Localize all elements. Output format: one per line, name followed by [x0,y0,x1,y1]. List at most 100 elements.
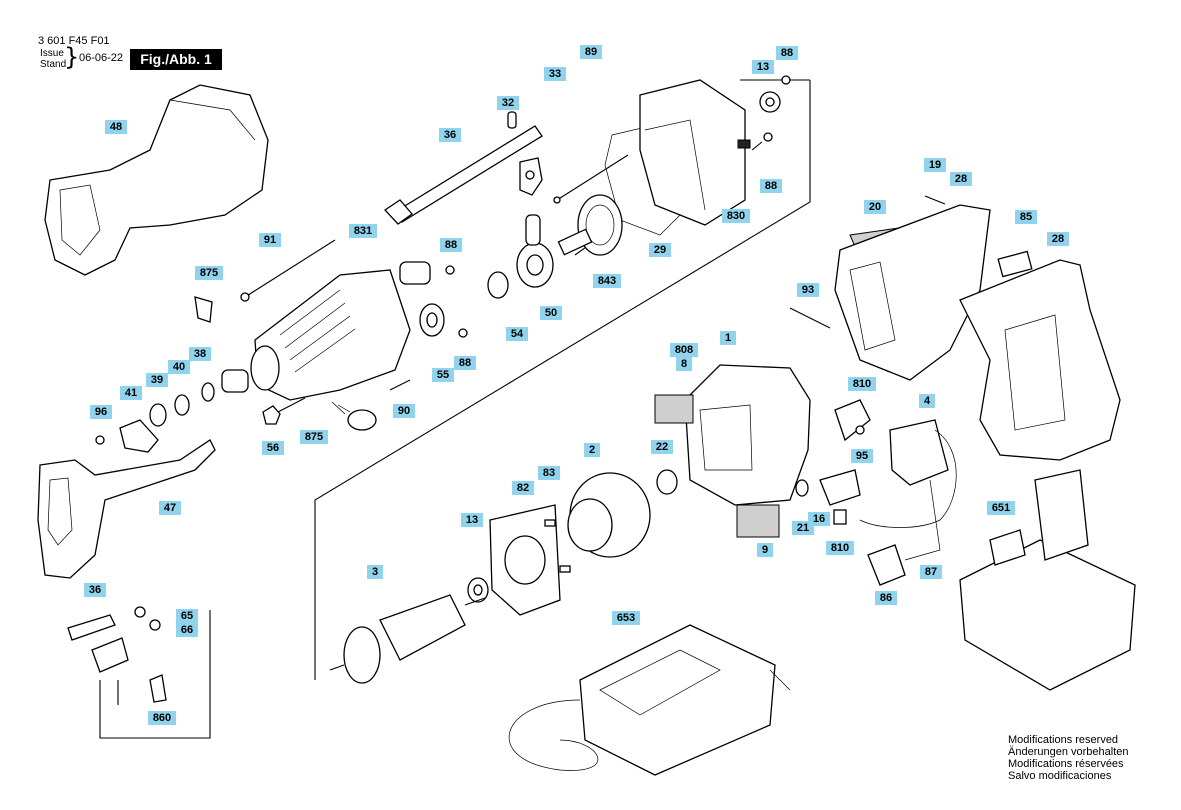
part-831-bushing [399,261,431,285]
label-651: 651 [987,501,1015,515]
part-48-handle-cover [44,84,269,276]
label-90: 90 [393,404,415,418]
part-82-brush-plate [489,504,561,616]
part-47-blade-holder [37,439,216,579]
part-50-wobble-bearing [516,214,554,288]
part-653-charger [508,624,791,776]
label-22: 22 [651,440,673,454]
label-87: 87 [920,565,942,579]
label-13-a: 13 [752,60,774,74]
part-2-field-magnet [567,472,651,558]
part-33-guide [519,157,543,196]
label-56: 56 [262,441,284,455]
part-39-washer [149,403,167,427]
label-831: 831 [349,224,377,238]
label-66: 66 [176,623,198,637]
label-810-a: 810 [848,377,876,391]
label-28-b: 28 [1047,232,1069,246]
part-88-screw-c [445,265,455,275]
label-843: 843 [593,274,621,288]
part-55-bearing [419,303,445,337]
label-55: 55 [432,368,454,382]
label-38: 38 [189,347,211,361]
part-41-clamp [119,419,159,453]
label-82: 82 [512,481,534,495]
part-831-front-housing [250,269,411,401]
part-875-clip-upper [194,296,213,323]
notice-fr: Modifications réservées [1008,758,1124,770]
part-93-screw [789,307,831,329]
label-50: 50 [540,306,562,320]
label-19: 19 [924,158,946,172]
label-85: 85 [1015,210,1037,224]
label-653: 653 [612,611,640,625]
part-28-housing-right [959,259,1121,461]
label-54: 54 [506,327,528,341]
label-48: 48 [105,120,127,134]
label-8: 8 [676,357,692,371]
part-28-housing-left [834,204,991,381]
part-16-bracket [819,469,861,506]
label-89: 89 [580,45,602,59]
label-9: 9 [757,543,773,557]
part-843-gear [557,194,623,256]
part-13-bearing-upper [759,91,781,113]
label-860: 860 [148,711,176,725]
label-20: 20 [864,200,886,214]
label-39: 39 [146,373,168,387]
label-88-c: 88 [440,238,462,252]
part-90-screw [389,379,411,391]
part-830-gear-housing [639,79,751,226]
label-40: 40 [168,360,190,374]
part-89-screw [553,154,629,204]
part-88-screw-d [458,328,468,338]
label-96: 96 [90,405,112,419]
label-36-b: 36 [84,583,106,597]
label-875-a: 875 [195,266,223,280]
part-91-screw [240,239,336,302]
part-13-bearing-lower [467,577,489,603]
label-808: 808 [670,343,698,357]
part-95-screw [855,425,865,435]
label-810-b: 810 [826,541,854,555]
part-38-ring [201,382,215,402]
label-47: 47 [159,501,181,515]
label-83: 83 [538,466,560,480]
part-40-spring [174,394,190,416]
label-88-b: 88 [760,179,782,193]
label-29: 29 [649,243,671,257]
label-88-d: 88 [454,356,476,370]
part-83-brush [544,519,571,573]
part-96-screw [95,435,105,445]
label-32: 32 [497,96,519,110]
part-21-washer [795,479,809,497]
label-3: 3 [367,565,383,579]
stand-label: Stand [40,59,67,70]
part-88-screw-a [781,75,791,85]
part-22-ring [656,469,678,495]
part-808-label [654,394,694,424]
part-86-contact [867,544,906,586]
label-4: 4 [919,394,935,408]
label-13-b: 13 [461,513,483,527]
label-88-a: 88 [776,46,798,60]
figure-badge: Fig./Abb. 1 [130,49,222,70]
label-65: 65 [176,609,198,623]
part-3-armature [329,594,486,684]
part-875-button-lower [331,401,377,431]
label-86: 86 [875,591,897,605]
part-56-screw [262,397,306,425]
part-4-switch [859,419,957,528]
part-9-label [736,504,780,538]
issue-label: Issue [40,48,64,59]
part-810-switch-lower [833,509,847,525]
part-88-screw-b [751,132,773,151]
label-875-b: 875 [300,430,328,444]
document-number: 3 601 F45 F01 [38,35,110,47]
notice-de: Änderungen vorbehalten [1008,746,1129,758]
label-28-a: 28 [950,172,972,186]
label-16: 16 [808,512,830,526]
issue-date: 06-06-22 [79,52,124,64]
label-36-a: 36 [439,128,461,142]
